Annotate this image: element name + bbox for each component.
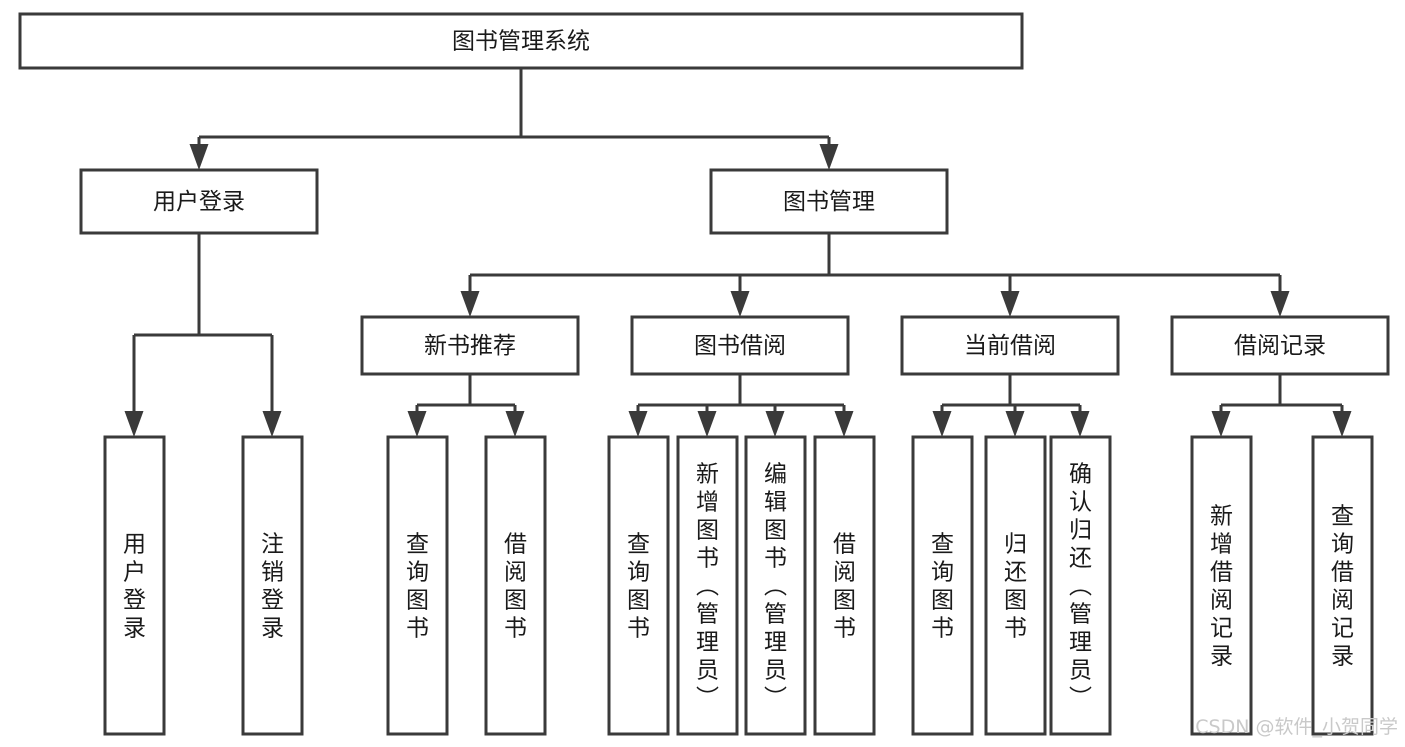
conn-booksmgmt-to-level3 (460, 233, 1290, 317)
node-label-leaf-query-book-3: 查询图书 (931, 531, 954, 641)
node-label-leaf-return-book: 归还图书 (1004, 531, 1027, 641)
conn-borrowrecord-to-leaves (1211, 374, 1352, 437)
node-label-leaf-confirm-return: 确认归还︵管理员︶ (1069, 461, 1092, 711)
node-user-login[interactable]: 用户登录 (79, 168, 319, 235)
node-box-leaf-borrow-book-1[interactable] (484, 435, 547, 736)
arrow-head-icon (932, 411, 952, 437)
node-borrow-record[interactable]: 借阅记录 (1170, 315, 1390, 376)
node-label-root: 图书管理系统 (452, 29, 590, 55)
arrow-head-icon (505, 411, 525, 437)
nodes-layer: 图书管理系统用户登录图书管理新书推荐图书借阅当前借阅借阅记录用户登录注销登录查询… (18, 12, 1390, 736)
node-label-current-borrow: 当前借阅 (964, 333, 1056, 359)
node-label-book-borrow: 图书借阅 (694, 333, 786, 359)
node-leaf-query-book-2[interactable]: 查询图书 (607, 435, 670, 736)
csdn-watermark: CSDN @软件_小贺同学 (1195, 716, 1398, 738)
node-label-leaf-borrow-book-2: 借阅图书 (833, 531, 856, 641)
node-box-leaf-add-book[interactable] (676, 435, 739, 736)
node-box-leaf-query-book-3[interactable] (911, 435, 974, 736)
node-leaf-query-book-3[interactable]: 查询图书 (911, 435, 974, 736)
arrow-head-icon (262, 411, 282, 437)
conn-bookborrow-to-leaves (628, 374, 854, 437)
node-leaf-borrow-book-1[interactable]: 借阅图书 (484, 435, 547, 736)
arrow-head-icon (1270, 291, 1290, 317)
node-label-leaf-query-record: 查询借阅记录 (1331, 503, 1354, 669)
node-box-leaf-query-book-1[interactable] (386, 435, 449, 736)
node-box-leaf-query-record[interactable] (1311, 435, 1374, 736)
node-current-borrow[interactable]: 当前借阅 (900, 315, 1120, 376)
node-box-leaf-add-record[interactable] (1190, 435, 1253, 736)
node-leaf-return-book[interactable]: 归还图书 (984, 435, 1047, 736)
conn-userlogin-to-leaves (124, 233, 282, 437)
node-label-user-login: 用户登录 (153, 189, 245, 215)
arrow-head-icon (460, 291, 480, 317)
node-box-user-login[interactable] (79, 168, 319, 235)
node-label-book-management: 图书管理 (783, 189, 875, 215)
node-box-leaf-borrow-book-2[interactable] (813, 435, 876, 736)
arrow-head-icon (1000, 291, 1020, 317)
arrow-head-icon (819, 144, 839, 170)
node-box-borrow-record[interactable] (1170, 315, 1390, 376)
node-label-leaf-edit-book: 编辑图书︵管理员︶ (764, 461, 787, 711)
arrow-head-icon (697, 411, 717, 437)
arrow-head-icon (1070, 411, 1090, 437)
node-label-leaf-add-record: 新增借阅记录 (1210, 503, 1233, 669)
arrow-head-icon (1332, 411, 1352, 437)
connectors-layer (124, 68, 1352, 437)
node-box-book-management[interactable] (709, 168, 949, 235)
node-box-root[interactable] (18, 12, 1024, 70)
arrow-head-icon (765, 411, 785, 437)
node-leaf-query-book-1[interactable]: 查询图书 (386, 435, 449, 736)
node-leaf-edit-book[interactable]: 编辑图书︵管理员︶ (744, 435, 807, 736)
node-box-leaf-user-login[interactable] (103, 435, 166, 736)
node-leaf-add-book[interactable]: 新增图书︵管理员︶ (676, 435, 739, 736)
arrow-head-icon (628, 411, 648, 437)
node-leaf-query-record[interactable]: 查询借阅记录 (1311, 435, 1374, 736)
arrow-head-icon (834, 411, 854, 437)
conn-root-to-level2 (189, 68, 839, 170)
node-leaf-add-record[interactable]: 新增借阅记录 (1190, 435, 1253, 736)
arrow-head-icon (407, 411, 427, 437)
node-box-leaf-confirm-return[interactable] (1049, 435, 1112, 736)
node-box-leaf-query-book-2[interactable] (607, 435, 670, 736)
node-leaf-confirm-return[interactable]: 确认归还︵管理员︶ (1049, 435, 1112, 736)
node-box-leaf-edit-book[interactable] (744, 435, 807, 736)
node-box-current-borrow[interactable] (900, 315, 1120, 376)
node-label-leaf-borrow-book-1: 借阅图书 (504, 531, 527, 641)
arrow-head-icon (730, 291, 750, 317)
node-leaf-user-logout[interactable]: 注销登录 (241, 435, 304, 736)
node-box-new-book-recommend[interactable] (360, 315, 580, 376)
node-book-management[interactable]: 图书管理 (709, 168, 949, 235)
node-box-book-borrow[interactable] (630, 315, 850, 376)
arrow-head-icon (124, 411, 144, 437)
node-label-leaf-query-book-1: 查询图书 (406, 531, 429, 641)
node-box-leaf-user-logout[interactable] (241, 435, 304, 736)
conn-newbook-to-leaves (407, 374, 525, 437)
node-leaf-borrow-book-2[interactable]: 借阅图书 (813, 435, 876, 736)
arrow-head-icon (189, 144, 209, 170)
node-label-leaf-add-book: 新增图书︵管理员︶ (696, 461, 719, 711)
node-label-leaf-user-logout: 注销登录 (261, 531, 284, 641)
node-leaf-user-login[interactable]: 用户登录 (103, 435, 166, 736)
node-new-book-recommend[interactable]: 新书推荐 (360, 315, 580, 376)
node-label-leaf-query-book-2: 查询图书 (627, 531, 650, 641)
node-book-borrow[interactable]: 图书借阅 (630, 315, 850, 376)
arrow-head-icon (1211, 411, 1231, 437)
arrow-head-icon (1005, 411, 1025, 437)
node-label-borrow-record: 借阅记录 (1234, 333, 1326, 359)
node-root[interactable]: 图书管理系统 (18, 12, 1024, 70)
node-label-new-book-recommend: 新书推荐 (424, 333, 516, 359)
conn-currentborrow-to-leaves (932, 374, 1090, 437)
node-label-leaf-user-login: 用户登录 (123, 531, 146, 641)
node-box-leaf-return-book[interactable] (984, 435, 1047, 736)
